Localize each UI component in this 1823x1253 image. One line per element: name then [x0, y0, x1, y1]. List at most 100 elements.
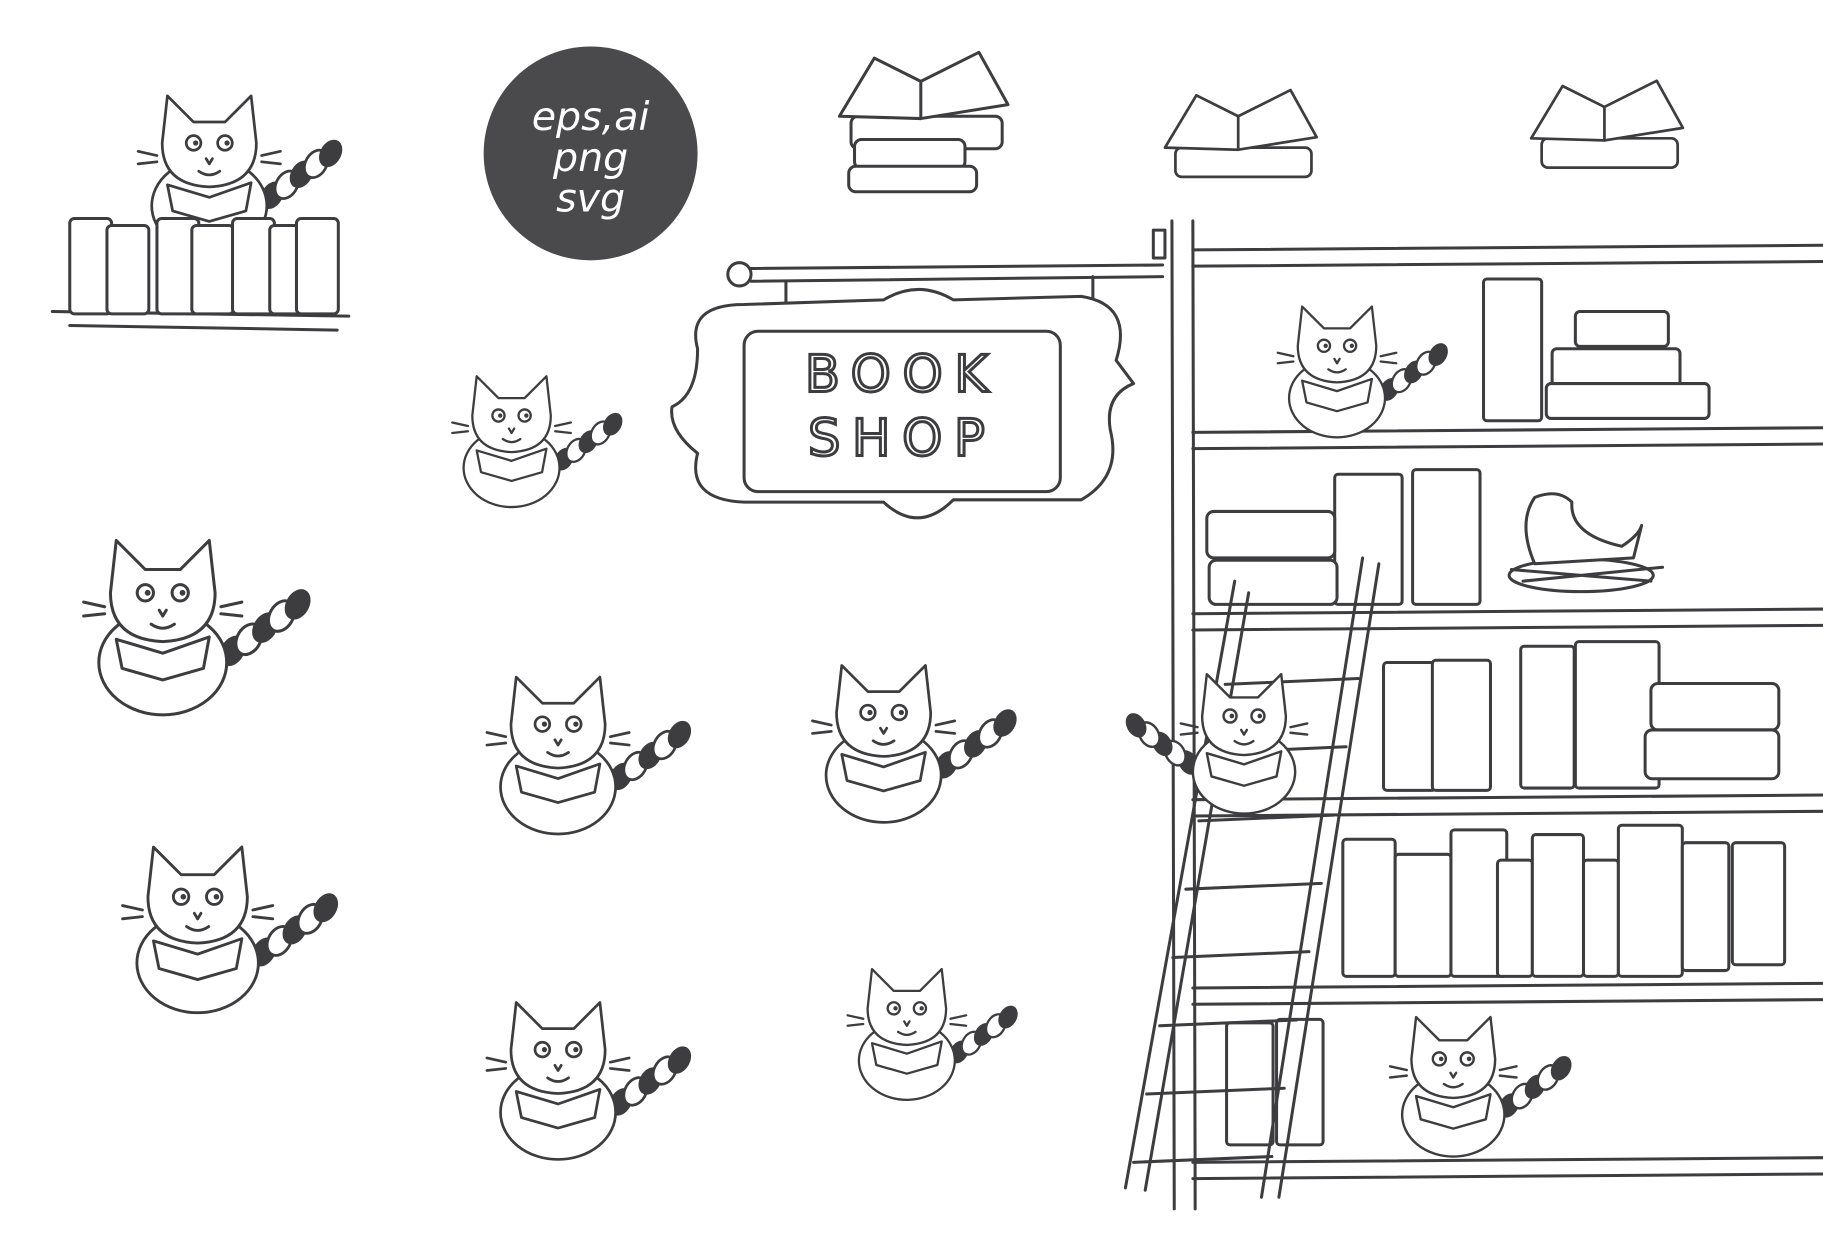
badge-line-2: png: [552, 135, 628, 181]
book-pages: [1529, 79, 1685, 142]
cat-head: [509, 675, 607, 770]
cat-pupil: [573, 1046, 579, 1053]
cat-face: [121, 904, 275, 932]
ladder-rung: [1223, 677, 1360, 686]
cat-pupil: [180, 893, 187, 900]
cat-face: [485, 1056, 631, 1083]
cat-face: [1388, 1065, 1518, 1089]
cat-face: [82, 600, 244, 630]
cat-book: [514, 1087, 602, 1130]
cat-head: [866, 967, 948, 1047]
book-stack: [853, 137, 967, 171]
cats: [50, 94, 1572, 1161]
book: [1382, 661, 1438, 792]
cat-pupil: [1349, 343, 1355, 348]
cat-pupil: [573, 721, 579, 727]
cat: [121, 845, 339, 1015]
shelf-board: [1191, 426, 1823, 451]
cat-tail-stripe: [318, 139, 343, 168]
cat: [1276, 305, 1448, 439]
book-stack: [1205, 509, 1337, 560]
cat-head: [160, 94, 258, 189]
cat-pupil: [144, 589, 151, 596]
cat-book: [1301, 377, 1374, 413]
book-pages: [837, 50, 1010, 121]
shelf-board: [1191, 793, 1823, 818]
cat-pupil: [1438, 1056, 1444, 1062]
cat-pupil: [213, 893, 220, 900]
cat-pupil: [1229, 713, 1235, 719]
cat-face: [1179, 722, 1309, 746]
book: [1393, 852, 1453, 978]
badge-line-3: svg: [556, 176, 625, 222]
cat-tail-stripe: [284, 589, 311, 620]
badge-line-1: eps,ai: [532, 94, 650, 140]
cat-tail-stripe: [998, 1005, 1018, 1029]
sign-line-2: SHOP: [808, 410, 996, 469]
cat-face: [451, 421, 572, 444]
cat-book: [840, 750, 927, 793]
ladder-rung: [1184, 881, 1323, 891]
badge-circle: [483, 46, 698, 261]
cat-book: [475, 447, 548, 483]
cat-tail-stripe: [993, 709, 1017, 737]
cat-pupil: [898, 709, 905, 716]
cat-face: [1276, 351, 1398, 374]
shelf-board: [1191, 981, 1823, 1006]
format-badge: eps,ai png svg: [483, 46, 698, 261]
book: [1730, 841, 1787, 967]
ladder-rung: [1145, 1086, 1286, 1096]
ladder-rung: [1158, 1018, 1299, 1028]
shelf-board: [1191, 1156, 1823, 1181]
cat-tail-stripe: [667, 1046, 692, 1074]
open-book: [837, 50, 1010, 151]
book: [1616, 823, 1684, 978]
book-stack: [1643, 728, 1781, 781]
cat: [1388, 1015, 1572, 1158]
cat-tail-stripe: [1550, 1055, 1572, 1081]
cat-pupil: [893, 1006, 898, 1011]
cat-head: [509, 1001, 607, 1095]
bookshelf: [1151, 219, 1823, 1211]
cat-pupil: [541, 721, 548, 727]
book-stack: [1207, 558, 1339, 606]
cat: [1125, 672, 1309, 815]
book-stack: [1573, 309, 1670, 348]
cat-head: [1200, 672, 1288, 757]
book: [1411, 468, 1482, 606]
ladder-rung: [1132, 1155, 1274, 1164]
cat-face: [811, 719, 957, 746]
cat-tail-stripe: [1428, 343, 1448, 366]
cat-pupil: [919, 1006, 924, 1011]
cat-pupil: [1323, 343, 1328, 348]
cat-tail-stripe: [667, 720, 692, 749]
book: [294, 217, 340, 316]
open-book: [1163, 88, 1319, 179]
cat-tail-stripe: [1125, 713, 1147, 738]
book-stack: [1649, 681, 1781, 732]
cat-book: [1205, 750, 1283, 787]
book: [1430, 658, 1492, 792]
open-book: [1529, 79, 1685, 169]
cat-pupil: [1257, 713, 1263, 719]
cat-face: [846, 1014, 968, 1037]
cat-head: [108, 538, 217, 644]
book-base: [1174, 146, 1313, 179]
book: [190, 223, 236, 316]
book: [1333, 472, 1404, 606]
cat-book: [1414, 1093, 1492, 1130]
book: [1482, 277, 1544, 423]
cat-face: [136, 149, 282, 177]
ladder-rung: [1171, 950, 1311, 959]
cat-tail-stripe: [313, 893, 339, 923]
book: [1225, 1021, 1275, 1147]
bookshop-sign: BOOK SHOP: [670, 261, 1165, 520]
book: [68, 217, 114, 316]
cat: [811, 664, 1017, 824]
cat-book: [152, 937, 244, 981]
book: [1581, 858, 1620, 978]
cat-pupil: [867, 709, 873, 716]
book: [1680, 841, 1731, 973]
cat: [846, 967, 1018, 1101]
